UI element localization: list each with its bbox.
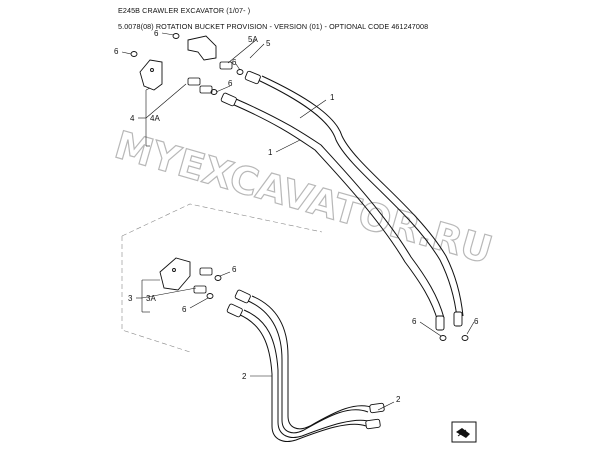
callout-1-upper: 1 (330, 93, 335, 102)
hose-2-pair (237, 295, 375, 442)
adapter-3a (193, 267, 213, 294)
callout-6-5a: 6 (232, 58, 237, 67)
hose-1-end-fittings (220, 70, 463, 331)
callout-2-right: 2 (396, 395, 401, 404)
callout-6-right-b: 6 (474, 317, 479, 326)
callout-1-lower: 1 (268, 148, 273, 157)
callout-6-left: 6 (114, 47, 119, 56)
leader-lines (121, 32, 475, 411)
callout-4a: 4A (150, 114, 160, 123)
watermark-text: MYEXCAVATOR.RU (110, 123, 497, 273)
callout-5a: 5A (248, 35, 258, 44)
callout-6-right-a: 6 (412, 317, 417, 326)
bracket-5 (187, 35, 217, 61)
callout-3a: 3A (146, 294, 156, 303)
callout-6-4a: 6 (228, 79, 233, 88)
model-title: E245B CRAWLER EXCAVATOR (1/07- ) (118, 6, 251, 15)
adapter-4a (187, 77, 213, 94)
callout-4: 4 (130, 114, 135, 123)
bracket-4 (139, 59, 163, 91)
adapter-5a (219, 61, 233, 70)
callout-5: 5 (266, 39, 271, 48)
navigation-page-icon[interactable] (451, 421, 477, 443)
callout-6-3-lower: 6 (182, 305, 187, 314)
hose-2-end-fittings (226, 289, 385, 430)
hose-1-lower (231, 98, 445, 323)
section-title: 5.0078(08) ROTATION BUCKET PROVISION - V… (118, 22, 429, 31)
callout-6-3a: 6 (232, 265, 237, 274)
hose-1-upper (257, 75, 464, 319)
bracket-3 (159, 257, 191, 291)
callout-2-left: 2 (242, 372, 247, 381)
callout-6-top: 6 (154, 29, 159, 38)
installation-frame (121, 203, 323, 353)
callout-3: 3 (128, 294, 133, 303)
